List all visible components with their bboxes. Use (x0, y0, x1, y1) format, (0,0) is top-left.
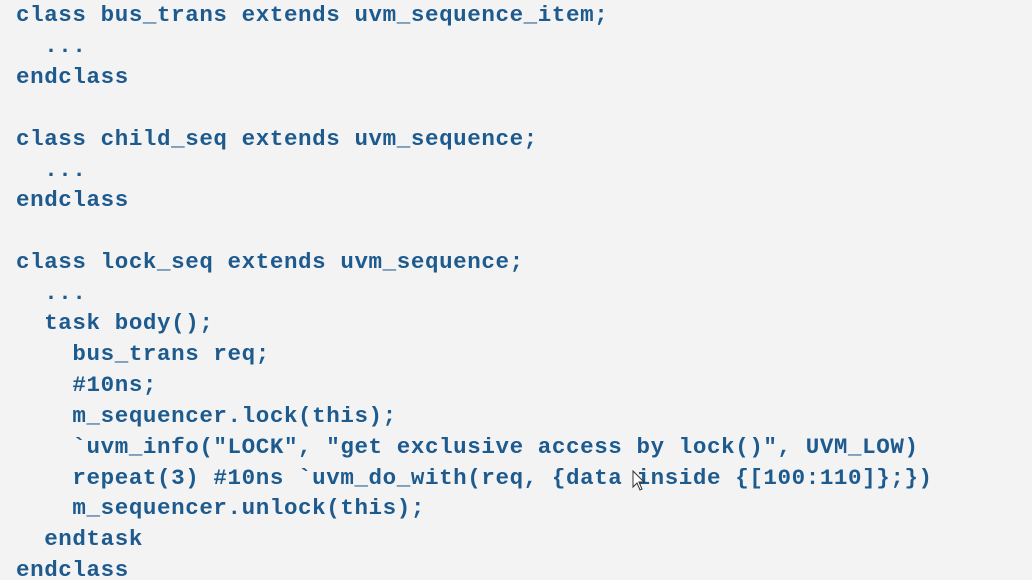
code-line: endclass (16, 187, 129, 213)
code-line: ... (16, 280, 87, 306)
code-line: endtask (16, 526, 143, 552)
code-line: ... (16, 33, 87, 59)
code-line: #10ns; (16, 372, 158, 398)
mouse-pointer-icon (632, 469, 646, 492)
code-line: class lock_seq extends uvm_sequence; (16, 249, 524, 275)
code-line: task body(); (16, 310, 214, 336)
code-line: endclass (16, 64, 129, 90)
code-line: m_sequencer.unlock(this); (16, 495, 425, 521)
code-line: class bus_trans extends uvm_sequence_ite… (16, 2, 609, 28)
code-line: endclass (16, 557, 129, 580)
code-line: repeat(3) #10ns `uvm_do_with(req, {data … (16, 465, 933, 491)
code-line: class child_seq extends uvm_sequence; (16, 126, 538, 152)
code-line: `uvm_info("LOCK", "get exclusive access … (16, 434, 919, 460)
code-line: m_sequencer.lock(this); (16, 403, 397, 429)
code-line: bus_trans req; (16, 341, 270, 367)
code-line: ... (16, 157, 87, 183)
